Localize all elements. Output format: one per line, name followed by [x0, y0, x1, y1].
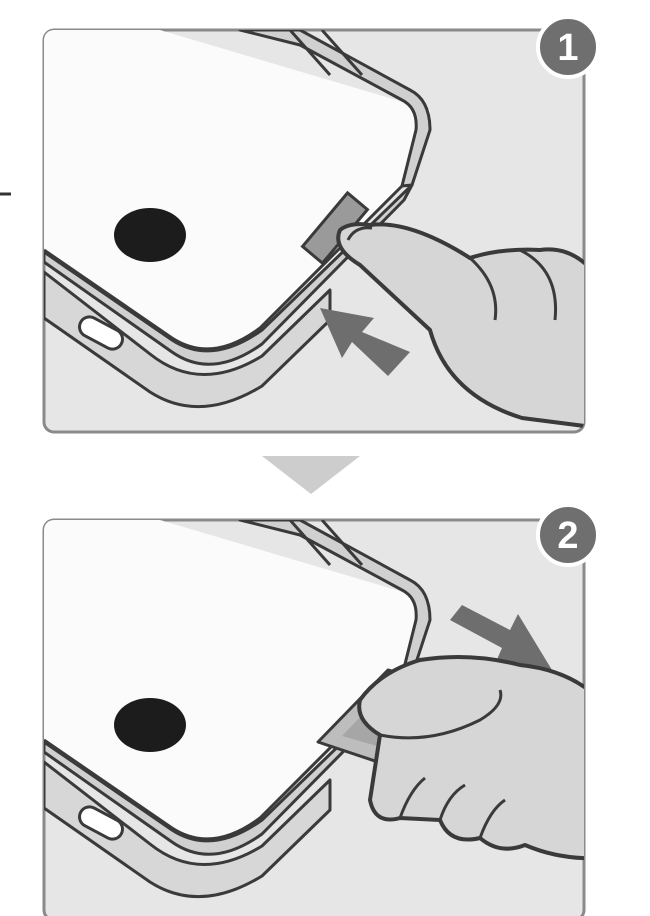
step-2-panel: 2 — [44, 505, 600, 916]
step-1-panel: 1 — [44, 17, 600, 432]
step-2-badge: 2 — [538, 505, 598, 565]
step-1-number: 1 — [557, 27, 578, 69]
device-1-dot — [114, 208, 186, 262]
triangle-down-icon — [262, 456, 360, 494]
step-2-number: 2 — [557, 515, 578, 557]
device-2-dot — [114, 698, 186, 752]
step-1-badge: 1 — [538, 17, 598, 77]
